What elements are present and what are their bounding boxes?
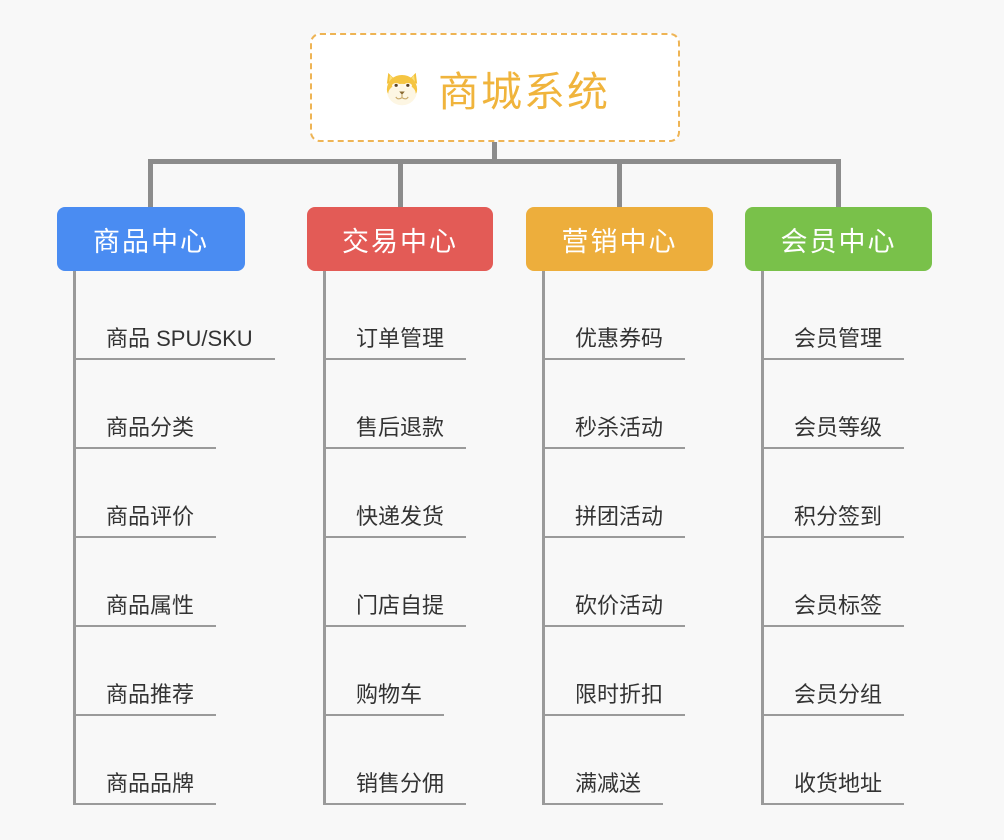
leaf-item-label: 售后退款 [326, 410, 467, 449]
leaf-item-label: 限时折扣 [545, 677, 686, 716]
leaf-item[interactable]: 订单管理 [326, 271, 467, 360]
leaf-item-label: 拼团活动 [545, 499, 686, 538]
leaf-item[interactable]: 会员等级 [764, 360, 905, 449]
leaf-item-label: 商品品牌 [76, 766, 217, 805]
leaf-item-label: 商品评价 [76, 499, 217, 538]
connector-drop [617, 159, 622, 209]
leaf-column-0: 商品 SPU/SKU 商品分类商品评价商品属性商品推荐商品品牌 [73, 271, 275, 805]
connector-drop [148, 159, 153, 209]
leaf-item[interactable]: 商品评价 [76, 449, 275, 538]
leaf-item-label: 收货地址 [764, 766, 905, 805]
leaf-item[interactable]: 积分签到 [764, 449, 905, 538]
category-label: 商品中心 [93, 226, 209, 257]
leaf-item[interactable]: 购物车 [326, 627, 466, 716]
connector-drop [836, 159, 841, 209]
leaf-item-label: 积分签到 [764, 499, 905, 538]
leaf-item[interactable]: 优惠券码 [545, 271, 686, 360]
leaf-item[interactable]: 商品分类 [76, 360, 275, 449]
leaf-column-3: 会员管理会员等级积分签到会员标签会员分组收货地址 [761, 271, 905, 805]
leaf-item-label: 会员等级 [764, 410, 905, 449]
leaf-item[interactable]: 快递发货 [326, 449, 467, 538]
leaf-item-label: 优惠券码 [545, 321, 686, 360]
leaf-item[interactable]: 商品属性 [76, 538, 275, 627]
category-label: 交易中心 [342, 226, 458, 257]
leaf-item-label: 砍价活动 [545, 588, 686, 627]
leaf-item-label: 订单管理 [326, 321, 467, 360]
category-label: 营销中心 [561, 226, 678, 257]
leaf-item-label: 销售分佣 [326, 766, 467, 805]
category-box-3[interactable]: 会员中心 [745, 207, 932, 271]
leaf-item[interactable]: 满减送 [545, 716, 685, 805]
leaf-item[interactable]: 商品品牌 [76, 716, 275, 805]
leaf-column-1: 订单管理售后退款快递发货门店自提购物车销售分佣 [323, 271, 467, 805]
dog-face-icon [380, 66, 424, 110]
leaf-item-label: 商品分类 [76, 410, 217, 449]
leaf-item[interactable]: 会员分组 [764, 627, 905, 716]
leaf-item-label: 秒杀活动 [545, 410, 686, 449]
leaf-item-label: 门店自提 [326, 588, 467, 627]
category-label: 会员中心 [780, 226, 897, 257]
leaf-item-label: 商品属性 [76, 588, 217, 627]
leaf-item[interactable]: 会员管理 [764, 271, 905, 360]
leaf-item[interactable]: 商品推荐 [76, 627, 275, 716]
root-title: 商城系统 [438, 68, 610, 115]
connector-drop [398, 159, 403, 209]
leaf-column-2: 优惠券码秒杀活动拼团活动砍价活动限时折扣满减送 [542, 271, 686, 805]
leaf-item[interactable]: 门店自提 [326, 538, 467, 627]
leaf-item-label: 满减送 [545, 766, 664, 805]
leaf-item-label: 商品 SPU/SKU [76, 321, 275, 360]
leaf-item[interactable]: 收货地址 [764, 716, 905, 805]
leaf-item[interactable]: 售后退款 [326, 360, 467, 449]
leaf-item-label: 会员标签 [764, 588, 905, 627]
leaf-item[interactable]: 商品 SPU/SKU [76, 271, 275, 360]
leaf-item-label: 会员管理 [764, 321, 905, 360]
leaf-item[interactable]: 砍价活动 [545, 538, 686, 627]
category-box-0[interactable]: 商品中心 [57, 207, 245, 271]
connector-stem [492, 142, 497, 164]
leaf-item[interactable]: 会员标签 [764, 538, 905, 627]
leaf-item-label: 商品推荐 [76, 677, 217, 716]
root-node[interactable]: 商城系统 [310, 33, 680, 142]
leaf-item[interactable]: 销售分佣 [326, 716, 467, 805]
leaf-item[interactable]: 秒杀活动 [545, 360, 686, 449]
category-box-1[interactable]: 交易中心 [307, 207, 493, 271]
leaf-item-label: 会员分组 [764, 677, 905, 716]
leaf-item-label: 购物车 [326, 677, 445, 716]
leaf-item[interactable]: 限时折扣 [545, 627, 686, 716]
leaf-item-label: 快递发货 [326, 499, 467, 538]
connector-horizontal-bar [148, 159, 840, 164]
leaf-item[interactable]: 拼团活动 [545, 449, 686, 538]
category-box-2[interactable]: 营销中心 [526, 207, 713, 271]
